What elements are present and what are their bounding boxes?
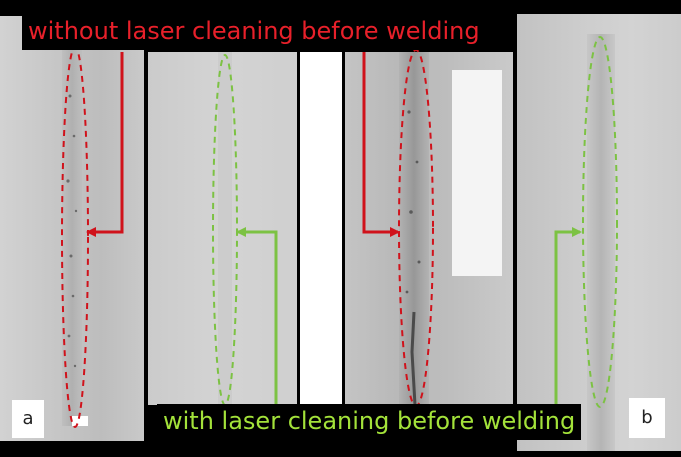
caption-with-cleaning: with laser cleaning before welding [157,404,582,440]
weld-seam [62,46,82,426]
defect-zone-ellipse-2 [398,49,434,407]
arrow-to-clean-2 [554,227,582,406]
bright-spot [72,416,88,426]
weld-seam [587,34,615,451]
clean-zone-ellipse-2 [582,36,618,408]
panel-label-a: a [12,400,44,438]
porosity-defects [405,110,421,294]
arrow-to-clean-1 [236,227,278,406]
arrow-to-defect-1 [86,52,124,237]
bright-reflection [452,70,502,276]
weld-image-with-cleaning-1 [148,52,297,405]
caption-without-cleaning: without laser cleaning before welding [22,14,486,50]
defect-zone-ellipse-1 [61,46,89,428]
arrow-to-defect-2 [362,52,400,237]
panel-separator [300,52,342,405]
weld-image-without-cleaning-1 [0,16,144,441]
dark-defect-line [410,311,417,405]
panel-label-b: b [629,398,665,438]
porosity-defects [66,94,78,368]
weld-seam [218,52,232,405]
clean-zone-ellipse-1 [212,54,238,406]
weld-image-with-cleaning-2 [517,14,681,451]
